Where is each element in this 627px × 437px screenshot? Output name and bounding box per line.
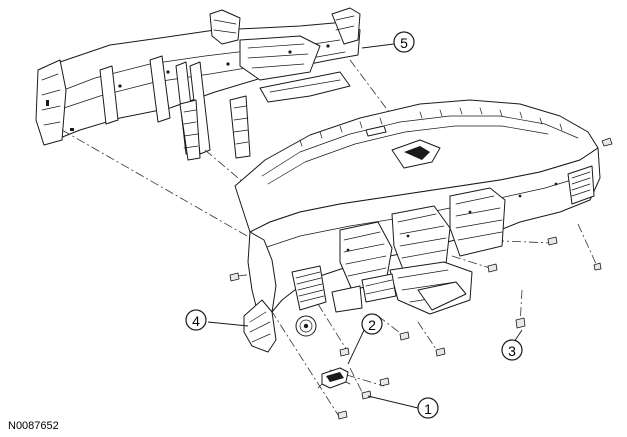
callout-5-label: 5	[400, 35, 408, 51]
reference-code: N0087652	[8, 420, 59, 432]
cross-car-beam	[35, 7, 361, 161]
instrument-panel	[234, 99, 601, 337]
callout-2: 2	[361, 313, 383, 335]
callout-3: 3	[501, 339, 523, 361]
callout-4: 4	[185, 309, 207, 331]
callout-2-label: 2	[368, 317, 376, 333]
bracket-part	[317, 367, 351, 389]
callouts: 5 4 2 3 1	[185, 31, 523, 419]
left-end-panel	[243, 299, 277, 353]
fasteners	[229, 137, 613, 420]
callout-4-label: 4	[192, 313, 200, 329]
callout-1: 1	[417, 397, 439, 419]
callout-3-label: 3	[508, 343, 516, 359]
callout-1-label: 1	[424, 401, 432, 417]
callout-5: 5	[393, 31, 415, 53]
